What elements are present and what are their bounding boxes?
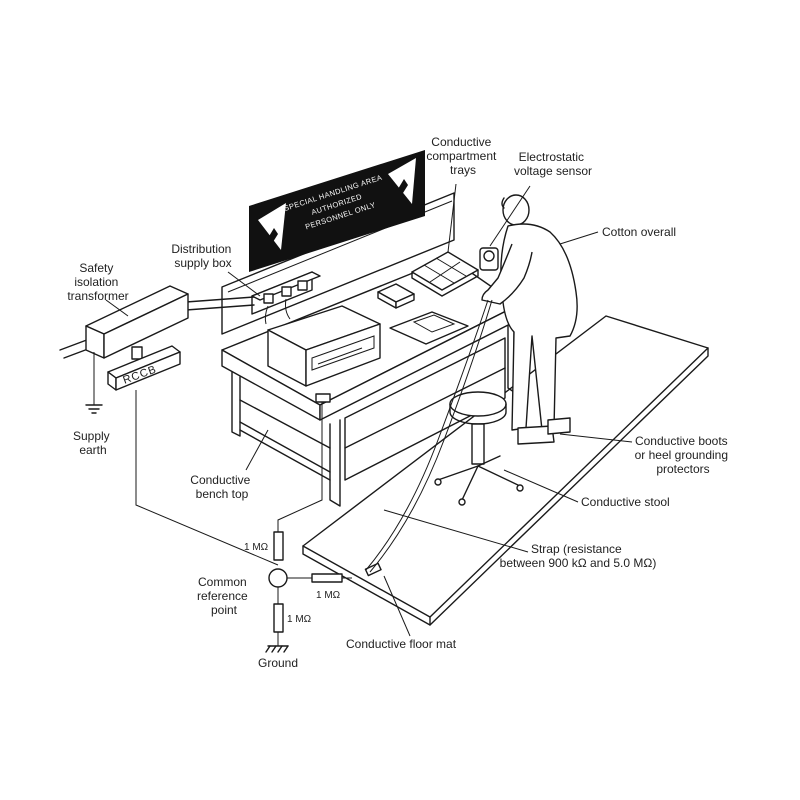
label-floor-mat: Conductive floor mat <box>346 637 457 651</box>
wrist-strap-cord <box>365 299 489 571</box>
socket-icon <box>281 286 292 297</box>
distribution-supply-box <box>251 271 321 325</box>
label-resistor-ground: 1 MΩ <box>287 614 312 625</box>
resistor-ground <box>273 603 284 633</box>
label-voltage-sensor: Electrostatic voltage sensor <box>514 150 592 178</box>
warning-sign: SPECIAL HANDLING AREA AUTHORIZED PERSONN… <box>249 150 425 272</box>
rccb-unit: RCCB <box>107 345 181 391</box>
socket-icon <box>263 293 274 304</box>
component-box <box>377 283 415 309</box>
label-stool: Conductive stool <box>581 495 670 509</box>
label-safety-transformer: Safety isolation transformer <box>67 261 128 303</box>
label-supply-earth: Supply earth <box>73 429 113 457</box>
mat-ground-stud <box>364 562 382 577</box>
leader-lines <box>105 183 633 637</box>
label-ground: Ground <box>258 656 298 670</box>
common-reference-point <box>268 568 288 588</box>
conductive-compartment-trays <box>411 251 479 297</box>
bench-ground-stud <box>315 393 331 403</box>
label-bench-top: Conductive bench top <box>190 473 253 501</box>
esd-warning-icon <box>258 203 286 250</box>
label-resistor-mat: 1 MΩ <box>316 590 341 601</box>
ground-icon <box>265 645 289 653</box>
label-boots: Conductive boots or heel grounding prote… <box>635 434 732 476</box>
labels: Safety isolation transformer Distributio… <box>67 135 732 670</box>
resistor-mat <box>311 573 343 583</box>
operator-figure <box>479 194 578 445</box>
label-distribution-box: Distribution supply box <box>171 242 234 270</box>
label-compartment-trays: Conductive compartment trays <box>426 135 499 177</box>
label-cotton-overall: Cotton overall <box>602 225 676 239</box>
label-resistor-bench: 1 MΩ <box>244 542 269 553</box>
label-common-point: Common reference point <box>197 575 251 617</box>
conductive-mat-pad <box>389 311 469 345</box>
resistor-bench <box>273 531 284 561</box>
label-strap: Strap (resistance between 900 kΩ and 5.0… <box>500 542 657 570</box>
conductive-stool <box>434 391 524 506</box>
esd-warning-icon <box>388 158 416 204</box>
grounding-network <box>135 390 352 653</box>
bench-instrument <box>267 305 381 387</box>
rccb-switch <box>131 346 143 360</box>
safety-isolation-transformer <box>85 285 189 414</box>
supply-earth-icon <box>85 404 103 414</box>
earth-socket-icon <box>297 280 308 291</box>
